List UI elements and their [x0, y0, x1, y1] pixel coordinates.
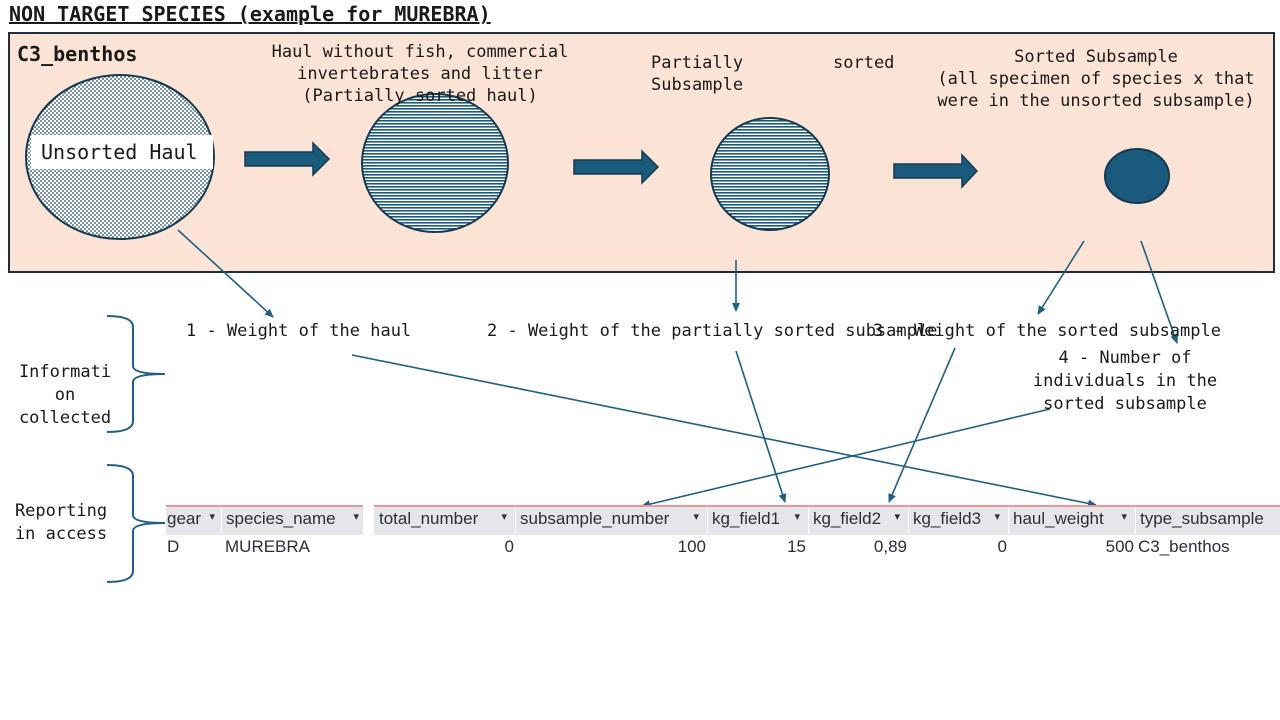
cell-kg-field1: 15 — [787, 537, 806, 556]
filter-dropdown-icon[interactable]: ▾ — [693, 511, 699, 523]
column-header-kg-field1[interactable]: kg_field1▾ — [708, 505, 804, 533]
column-header-total-number[interactable]: total_number▾ — [375, 505, 511, 533]
column-header-kg-field2[interactable]: kg_field2▾ — [809, 505, 904, 533]
partially-sorted-haul-caption: Haul without fish, commercial invertebra… — [271, 42, 569, 106]
info-item-haul-weight: 1 - Weight of the haul — [186, 321, 412, 341]
filter-dropdown-icon[interactable]: ▾ — [1121, 511, 1127, 523]
column-separator — [808, 507, 809, 533]
partially-sorted-subsample-caption: Partially Subsample — [651, 53, 744, 95]
sorted-subsample-circle — [1104, 148, 1170, 204]
right-table-header-bar — [374, 505, 1280, 535]
column-header-haul-weight[interactable]: haul_weight▾ — [1009, 505, 1131, 533]
filter-dropdown-icon[interactable]: ▾ — [353, 511, 359, 523]
reporting-label: Reporting in access — [14, 501, 108, 544]
column-separator — [707, 507, 708, 533]
link-subsample-number — [641, 408, 1051, 509]
unsorted-haul-label: Unsorted Haul — [31, 135, 213, 169]
column-header-species-name[interactable]: species_name▾ — [222, 505, 363, 533]
filter-dropdown-icon[interactable]: ▾ — [501, 511, 507, 523]
info-item-sorted-weight: 3 - Weight of the sorted subsample — [873, 321, 1221, 341]
cell-haul-weight: 500 — [1105, 537, 1134, 556]
connector-sorted-number — [1140, 240, 1179, 344]
connector-sorted-weight — [1037, 240, 1085, 315]
cell-species-name: MUREBRA — [225, 537, 311, 556]
information-collected-label: Informati on collected — [18, 362, 112, 428]
column-separator — [221, 507, 222, 533]
flow-arrow-3 — [893, 153, 979, 189]
cell-subsample-number: 100 — [677, 537, 706, 556]
cell-kg-field3: 0 — [997, 537, 1007, 556]
column-separator — [1135, 507, 1136, 533]
column-header-type-subsample[interactable]: type_subsample — [1140, 509, 1264, 528]
flow-arrow-1 — [244, 141, 331, 177]
page-title: NON TARGET SPECIES (example for MUREBRA) — [9, 2, 491, 26]
link-kg-field1 — [735, 350, 787, 503]
filter-dropdown-icon[interactable]: ▾ — [894, 511, 900, 523]
panel-label: C3_benthos — [17, 42, 138, 66]
column-header-kg-field3[interactable]: kg_field3▾ — [909, 505, 1004, 533]
information-brace — [106, 315, 166, 433]
cell-total-number: 0 — [504, 537, 514, 556]
column-separator — [908, 507, 909, 533]
reporting-brace — [106, 464, 166, 583]
column-header-gear[interactable]: gear▾ — [163, 505, 219, 533]
link-haul-weight — [351, 354, 1097, 508]
partially-sorted-haul-circle — [361, 93, 509, 233]
sorted-subsample-caption: Sorted Subsample (all specimen of specie… — [937, 47, 1255, 111]
partially-sorted-subsample-circle — [710, 117, 830, 231]
partially-sorted-subsample-caption-right: sorted — [833, 53, 895, 73]
column-header-subsample-number[interactable]: subsample_number▾ — [516, 505, 703, 533]
flow-arrow-2 — [573, 149, 660, 185]
left-table-header-bar — [166, 505, 363, 535]
info-item-partial-weight: 2 - Weight of the partially sorted subsa… — [487, 321, 938, 341]
column-separator — [515, 507, 516, 533]
link-kg-field2 — [888, 347, 956, 503]
cell-kg-field2: 0,89 — [873, 537, 907, 556]
filter-dropdown-icon[interactable]: ▾ — [794, 511, 800, 523]
connector-haul-weight — [177, 229, 274, 318]
info-item-sorted-number: 4 - Number of individuals in the sorted … — [1032, 348, 1218, 414]
cell-type-subsample: C3_benthos — [1138, 537, 1230, 556]
filter-dropdown-icon[interactable]: ▾ — [994, 511, 1000, 523]
cell-gear: D — [167, 537, 180, 556]
filter-dropdown-icon[interactable]: ▾ — [209, 511, 215, 523]
column-separator — [1008, 507, 1009, 533]
